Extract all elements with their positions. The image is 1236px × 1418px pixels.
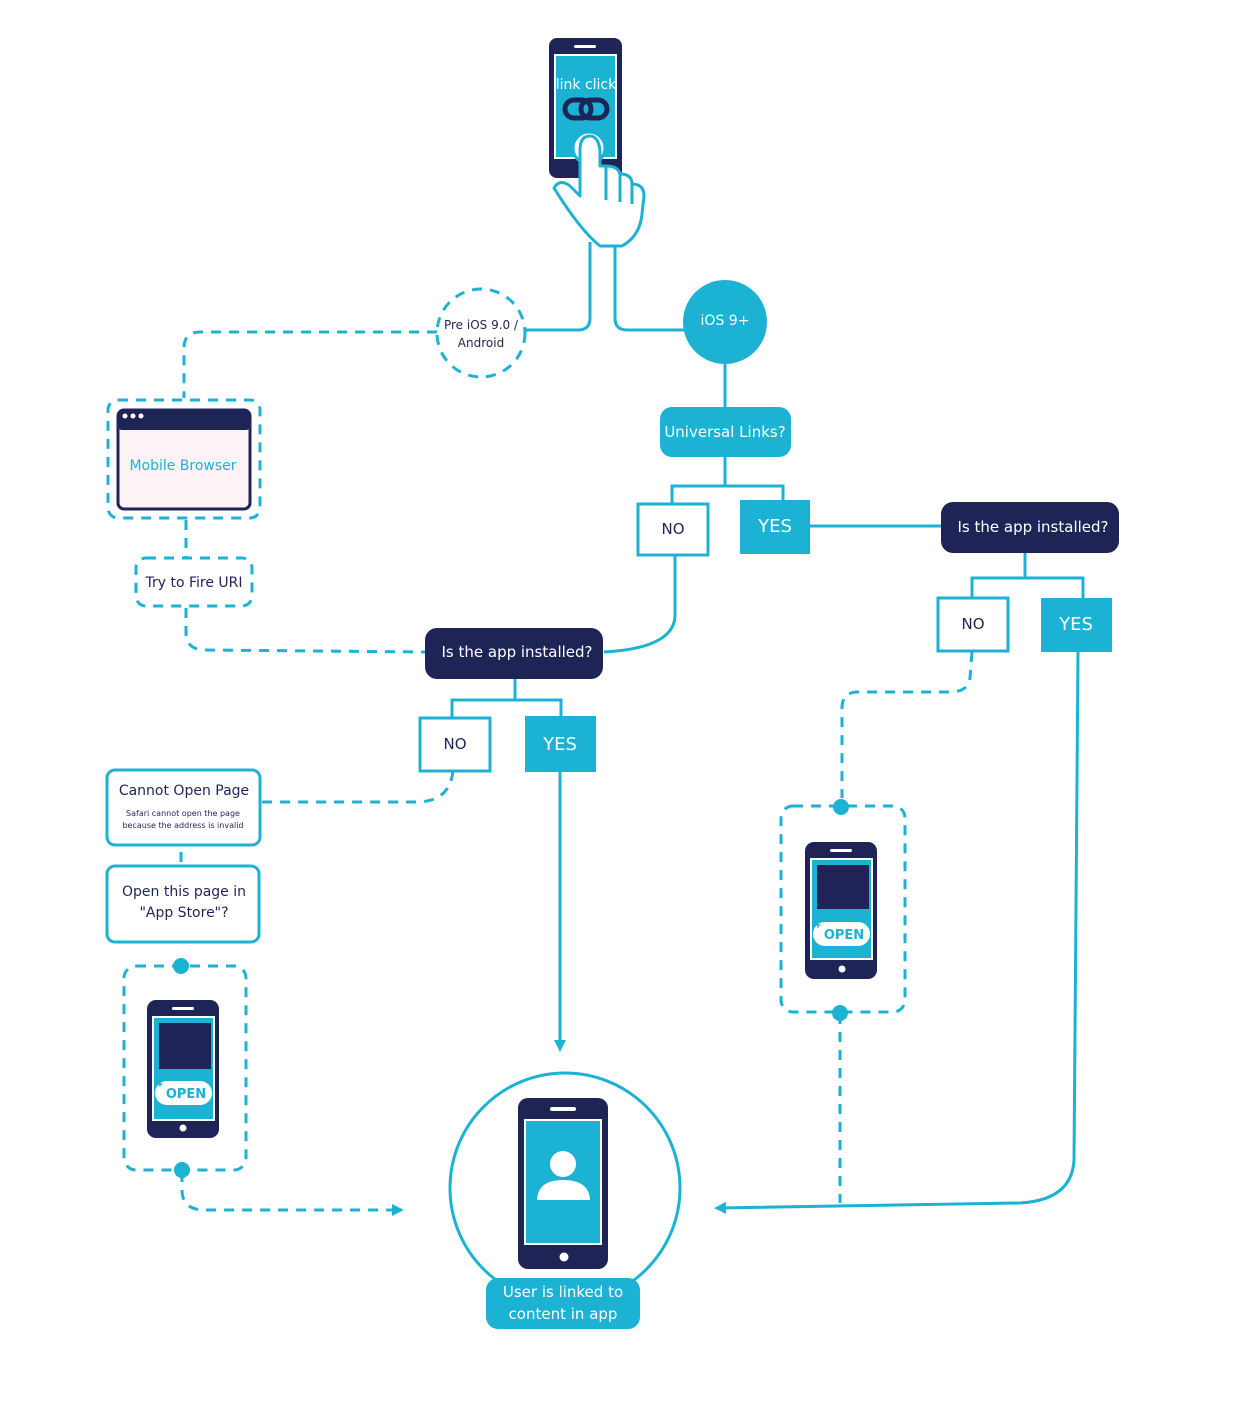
cannot-open-sub2: because the address is invalid — [122, 821, 243, 830]
cannot-open-title: Cannot Open Page — [119, 783, 249, 799]
fire-uri-label: Try to Fire URI — [144, 575, 242, 591]
left-phone-home-button — [179, 1124, 187, 1132]
app-store-prompt: Open this page in "App Store"? — [105, 864, 261, 944]
left-open-button — [155, 1081, 212, 1105]
cannot-open-dialog: Cannot Open Page Safari cannot open the … — [105, 768, 262, 847]
dashed-mid-no-to-cannot-open — [262, 770, 455, 804]
mid-yes-label: YES — [542, 734, 577, 755]
app-store-prompt-line1: Open this page in — [122, 884, 246, 900]
top-phone-speaker — [574, 45, 596, 48]
pre-ios-branch: Pre iOS 9.0 / Android — [444, 318, 519, 350]
connector-universal-links-split — [670, 457, 785, 504]
right-no-label: NO — [961, 615, 984, 633]
right-app-installed-label: Is the app installed? — [957, 518, 1108, 536]
dot-left-phone-bottom — [174, 1162, 190, 1178]
ul-yes-label: YES — [757, 516, 792, 537]
result-node: User is linked to content in app — [448, 1071, 682, 1329]
result-label-box — [486, 1278, 640, 1329]
dot-right-phone-bottom — [832, 1005, 848, 1021]
mid-no-label: NO — [443, 735, 466, 753]
dashed-right-no-to-app-store-phone — [840, 651, 974, 798]
plus-icon: + — [815, 920, 821, 932]
mobile-browser-window: Mobile Browser — [116, 408, 252, 511]
fire-uri-dashed-frame — [134, 556, 254, 608]
dashed-fire-uri-to-mid-question — [184, 608, 426, 654]
result-phone-home-button — [559, 1252, 569, 1262]
right-yes-box: YES — [1041, 598, 1112, 652]
ios9-circle — [683, 280, 767, 364]
ul-yes-box: YES — [740, 500, 810, 554]
fire-uri-node: Try to Fire URI — [144, 575, 242, 591]
browser-dot-icon — [122, 413, 128, 419]
browser-dot-icon — [130, 413, 136, 419]
connector-finger-to-ios9 — [613, 242, 684, 332]
dot-right-phone-top — [833, 799, 849, 815]
mid-app-installed-label: Is the app installed? — [441, 643, 592, 661]
pre-ios-label-line2: Android — [458, 336, 504, 350]
connector-mid-question-split — [450, 678, 563, 718]
right-phone-home-button — [838, 965, 846, 973]
universal-links-label: Universal Links? — [664, 423, 785, 441]
connector-dots — [173, 799, 849, 1178]
left-open-label: OPEN — [166, 1087, 206, 1102]
ul-no-box: NO — [636, 502, 710, 557]
right-app-store-phone: OPEN + — [805, 842, 877, 979]
result-label-line2: content in app — [509, 1305, 618, 1323]
universal-links-question: Universal Links? — [660, 407, 791, 457]
user-icon — [537, 1151, 590, 1200]
browser-dot-icon — [138, 413, 144, 419]
cannot-open-sub1: Safari cannot open the page — [126, 809, 240, 818]
connectors — [179, 242, 1085, 1214]
ios9-branch: iOS 9+ — [683, 280, 767, 364]
right-app-installed-question: Is the app installed? — [941, 502, 1119, 553]
dashed-left-phone-to-result — [180, 1172, 404, 1216]
plus-icon: + — [157, 1079, 163, 1091]
left-app-store-phone: OPEN + — [147, 1000, 219, 1138]
top-phone: link click — [549, 38, 646, 248]
connector-right-yes-to-result — [714, 651, 1080, 1214]
mid-no-box: NO — [418, 716, 492, 773]
mobile-browser-label: Mobile Browser — [129, 458, 236, 474]
pre-ios-label-line1: Pre iOS 9.0 / — [444, 318, 519, 332]
ios9-label: iOS 9+ — [701, 313, 750, 329]
top-phone-label: link click — [556, 77, 617, 93]
connector-right-question-split — [970, 552, 1085, 598]
connector-ul-no-to-mid-question — [603, 556, 677, 654]
ul-no-label: NO — [661, 520, 684, 538]
app-store-prompt-line2: "App Store"? — [139, 905, 228, 921]
right-open-label: OPEN — [824, 928, 864, 943]
result-label-line1: User is linked to — [503, 1283, 623, 1301]
link-icon — [562, 97, 610, 121]
right-yes-label: YES — [1058, 614, 1093, 635]
mid-yes-box: YES — [525, 716, 596, 772]
connector-finger-to-pre-ios — [525, 242, 592, 332]
mid-app-installed-question: Is the app installed? — [425, 628, 603, 679]
right-open-button — [813, 922, 870, 946]
browser-dashed-frame — [106, 398, 262, 520]
dashed-pre-ios-to-browser — [182, 330, 437, 398]
pre-ios-dashed-circle — [435, 287, 527, 379]
hand-pointer-icon — [552, 130, 646, 248]
right-no-box: NO — [936, 596, 1010, 653]
dot-left-phone-top — [173, 958, 189, 974]
